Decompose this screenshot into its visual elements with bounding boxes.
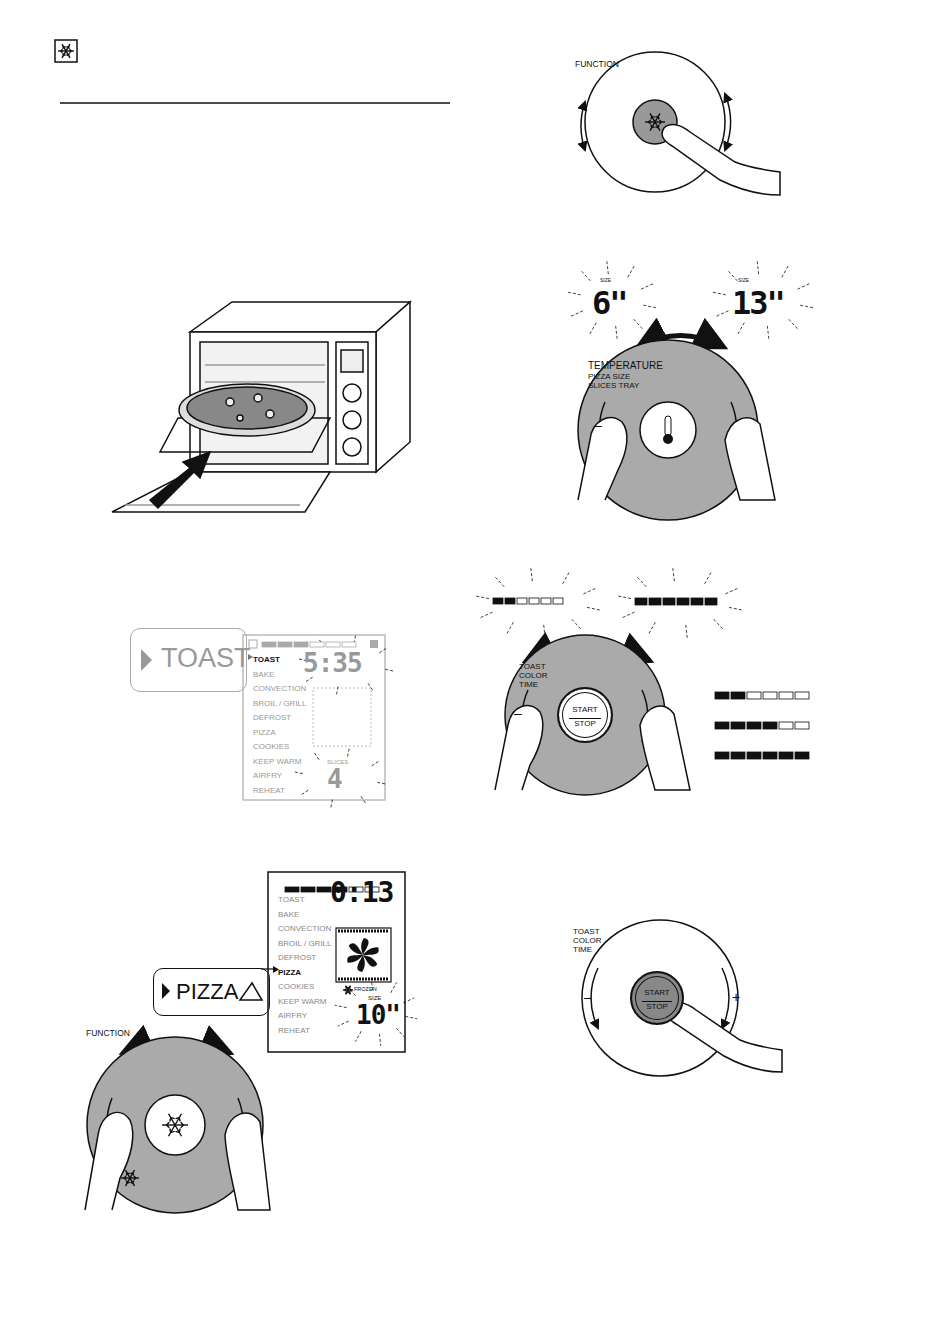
size-readout: 10" [356,1002,400,1028]
mode-callout: TOAST [161,645,251,672]
control-label: FUNCTION [86,1029,130,1038]
dial-sign: – [584,990,592,1005]
snowflake-icon [58,44,74,58]
flash-rays [335,978,417,1046]
small-label: SIZE [738,278,749,284]
flash-rays [712,260,814,339]
flash-rays [297,634,395,697]
mode-item: REHEAT [253,787,285,795]
mode-item: BROIL / GRILL [278,940,332,948]
mode-item: PIZZA [253,729,276,737]
marker-triangle [162,983,170,999]
color-bars [262,642,356,647]
function-dial-turn [85,1037,270,1213]
toast-color-dial [495,635,690,795]
flash-rays [567,260,657,339]
function-icon [55,40,77,62]
mode-item: TOAST [253,656,280,664]
mode-item: CONVECTION [253,685,306,693]
dial-sign: – [514,706,522,721]
color-bars [715,752,809,759]
mode-item: DEFROST [253,714,291,722]
flash-rays [617,567,742,639]
oven-illustration [112,302,410,512]
control-label: TOAST COLOR TIME [573,928,613,954]
time-readout: 0:13 [330,879,393,907]
display-panel [243,635,385,800]
mode-item: DEFROST [278,954,316,962]
control-label: PIZZA SIZE SLICES TRAY [588,373,644,391]
size-readout: 13" [732,286,784,321]
bread-icon [370,640,378,648]
time-readout: 5:35 [303,650,362,676]
display-panel [261,872,405,1052]
flash-rays [475,567,600,639]
slices-readout: 4 [327,766,342,792]
display-panel: 5:35 TOAST BAKE CONVECTION BROIL / GRILL DEFR… [243,635,385,800]
marker-triangle [141,649,152,671]
button-text: START [559,706,611,714]
control-label: TEMPERATURE [588,360,663,371]
button-text: STOP [642,1001,672,1011]
start-stop-button: START STOP [630,971,684,1025]
color-bars [715,692,809,699]
small-label: SIZE [368,995,381,1001]
control-label: FUNCTION [575,60,619,69]
mode-item: PIZZA [278,969,301,977]
button-text: STOP [569,718,600,728]
size-readout: 6" [592,286,627,321]
color-bars [493,598,563,604]
color-bars [635,598,717,605]
mode-item: BAKE [253,671,274,679]
mode-item: AIRFRY [278,1012,307,1020]
mode-item: COOKIES [253,743,289,751]
mode-callout: PIZZA [176,981,238,1003]
dial-sign: + [732,990,740,1005]
small-label: SIZE [600,278,611,284]
mode-item: BROIL / GRILL [253,700,307,708]
heading-rule [60,102,450,104]
start-stop-button: START STOP [557,687,613,743]
mode-item: CONVECTION [278,925,331,933]
callout-box: TOAST [130,628,247,692]
function-dial [581,52,780,195]
small-label: FROZEN [354,987,377,993]
callout-box: PIZZA [153,968,270,1016]
color-bars [715,722,809,729]
pizza-icon [240,983,262,1000]
fan-icon [345,938,380,972]
mode-item: KEEP WARM [278,998,326,1006]
mode-item: COOKIES [278,983,314,991]
start-dial [582,920,782,1076]
small-label: SLICES [327,759,348,765]
mode-item: REHEAT [278,1027,310,1035]
mode-item: AIRFRY [253,772,282,780]
mode-item: BAKE [278,911,299,919]
snowflake-icon [645,113,665,130]
snowflake-icon [162,1114,188,1137]
button-text: START [632,989,682,997]
snowflake-icon [121,1170,139,1186]
display-panel: 0:13TOAST BAKE CONVECTION BROIL / GRILL DEFR… [268,872,405,1052]
mode-item: KEEP WARM [253,758,301,766]
temperature-dial [578,336,775,521]
mode-item: TOAST [278,896,305,904]
flash-rays [293,747,387,810]
control-label: TOAST COLOR TIME [519,663,559,689]
dial-sign: – [594,418,602,433]
